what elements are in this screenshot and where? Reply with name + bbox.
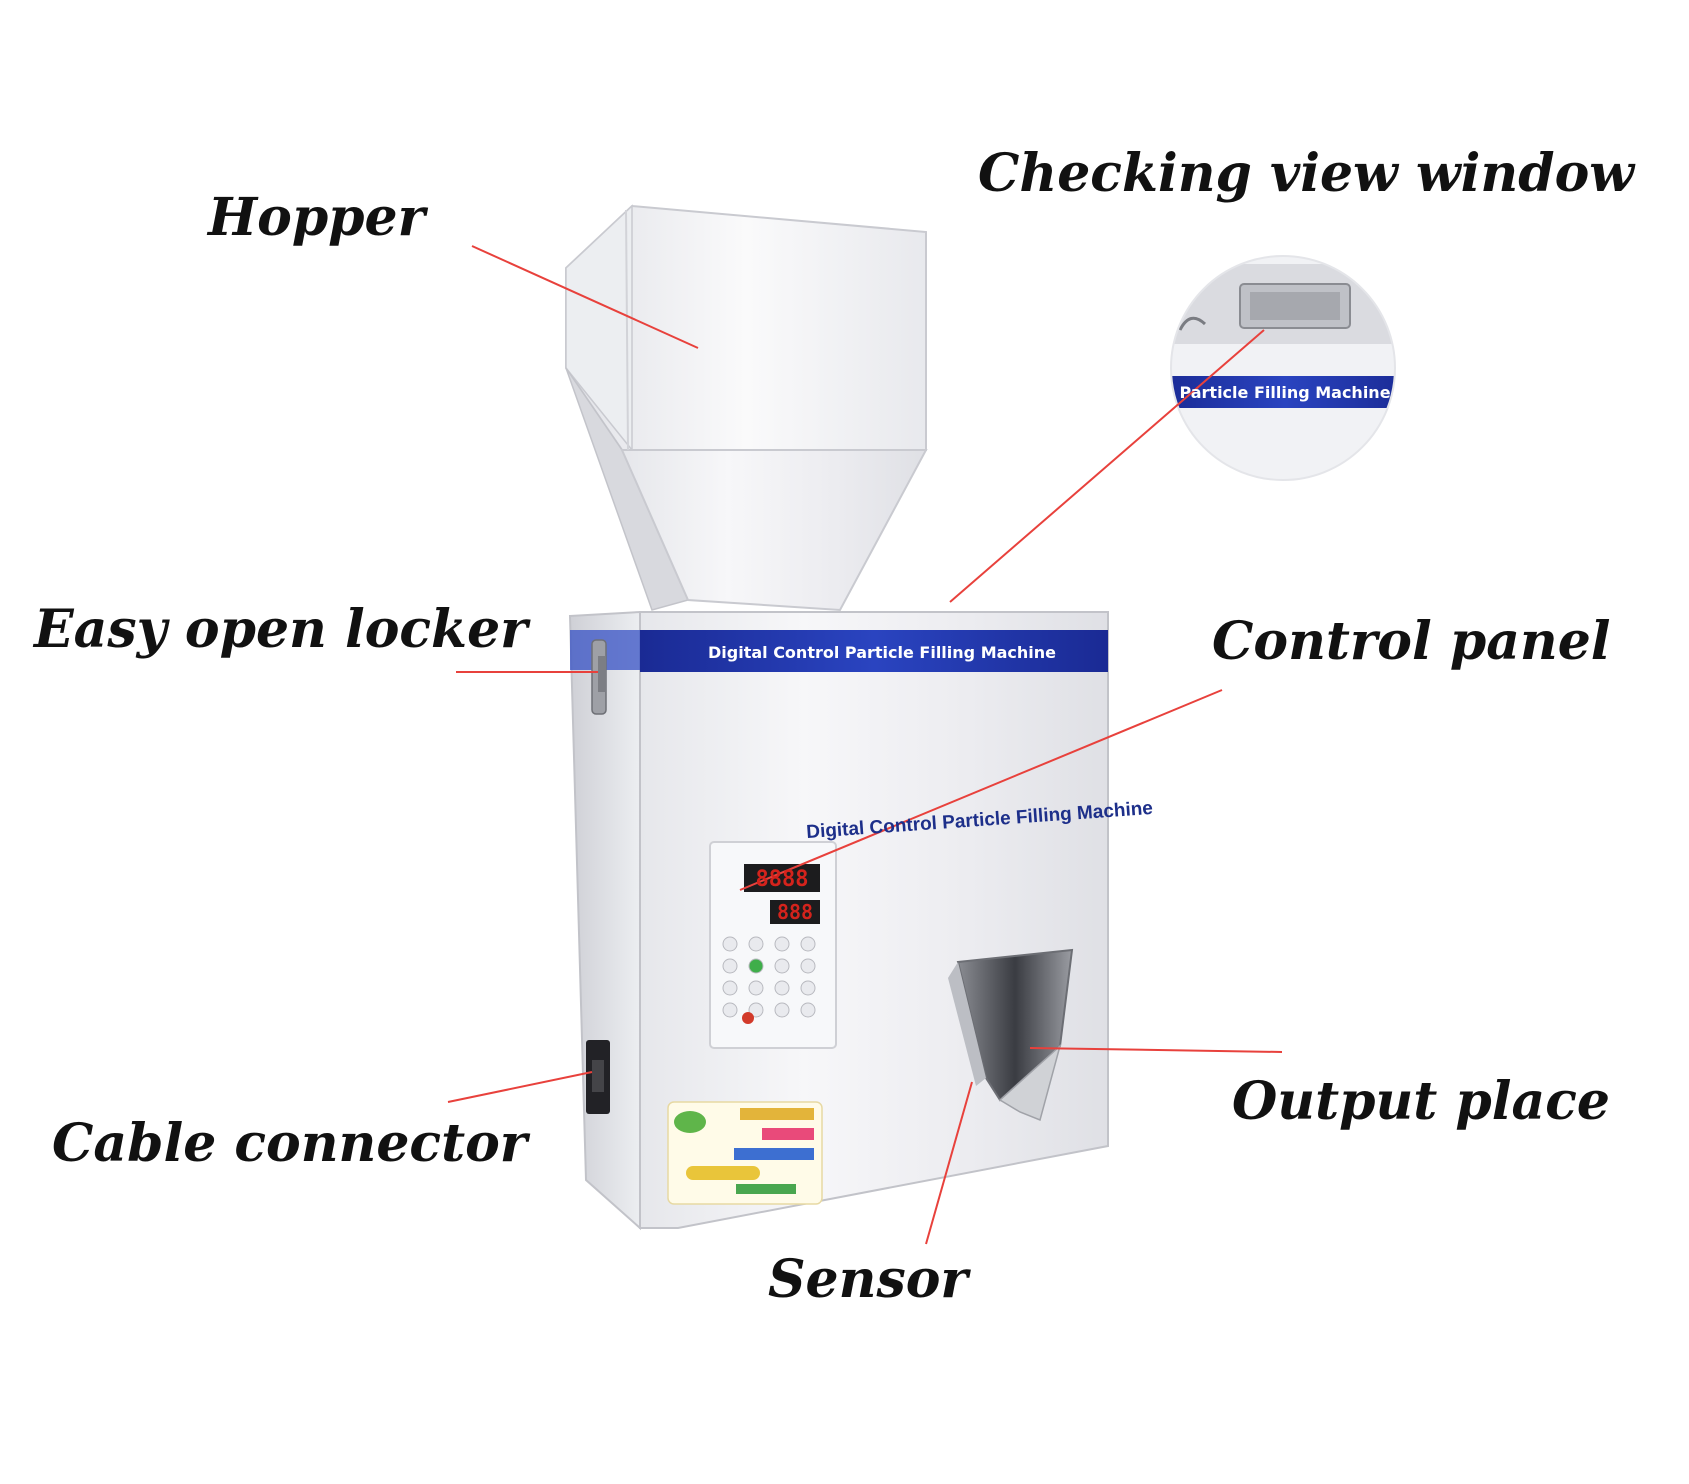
keypad-button	[722, 980, 738, 996]
inset-band-label: Particle Filling Machine	[1179, 383, 1390, 402]
keypad-button	[774, 1002, 790, 1018]
label-hopper: Hopper	[208, 187, 426, 248]
band-label: Digital Control Particle Filling Machine	[708, 643, 1056, 662]
leader-line-hopper	[471, 245, 699, 349]
cable-connector	[586, 1040, 610, 1114]
brand-sticker	[667, 1101, 823, 1205]
keypad-button	[722, 936, 738, 952]
label-control-panel: Control panel	[1212, 611, 1611, 672]
leader-line-sensor	[925, 1081, 973, 1245]
leader-line-output-place	[1029, 1047, 1283, 1053]
display-bottom-readout: 888	[777, 900, 813, 924]
label-sensor: Sensor	[768, 1249, 968, 1310]
machine-body	[568, 610, 1109, 1231]
keypad-button	[748, 936, 764, 952]
keypad-button	[774, 936, 790, 952]
display-top-readout: 8888	[756, 867, 809, 892]
keypad-button	[722, 1002, 738, 1018]
control-panel	[709, 841, 837, 1049]
leader-line-cable-connector	[447, 1071, 593, 1103]
keypad-button	[800, 936, 816, 952]
easy-open-locker	[591, 639, 607, 715]
label-cable-connector: Cable connector	[52, 1113, 528, 1174]
label-easy-open-locker: Easy open locker	[34, 599, 528, 660]
leader-lines	[447, 245, 1283, 1245]
checking-view-window-inset	[1170, 255, 1396, 481]
control-keypad	[722, 936, 816, 1018]
keypad-button	[748, 1002, 764, 1018]
keypad-button	[748, 958, 764, 974]
keypad-button	[800, 980, 816, 996]
keypad-button	[722, 958, 738, 974]
label-output-place: Output place	[1232, 1071, 1610, 1132]
leader-line-checking-view-window	[949, 329, 1265, 603]
leader-line-control-panel	[739, 689, 1223, 891]
keypad-button	[774, 958, 790, 974]
keypad-button	[800, 1002, 816, 1018]
hopper	[565, 204, 928, 612]
keypad-button	[774, 980, 790, 996]
output-place	[948, 948, 1074, 1122]
label-checking-view-window: Checking view window	[978, 143, 1635, 204]
keypad-button	[800, 958, 816, 974]
keypad-button	[748, 980, 764, 996]
